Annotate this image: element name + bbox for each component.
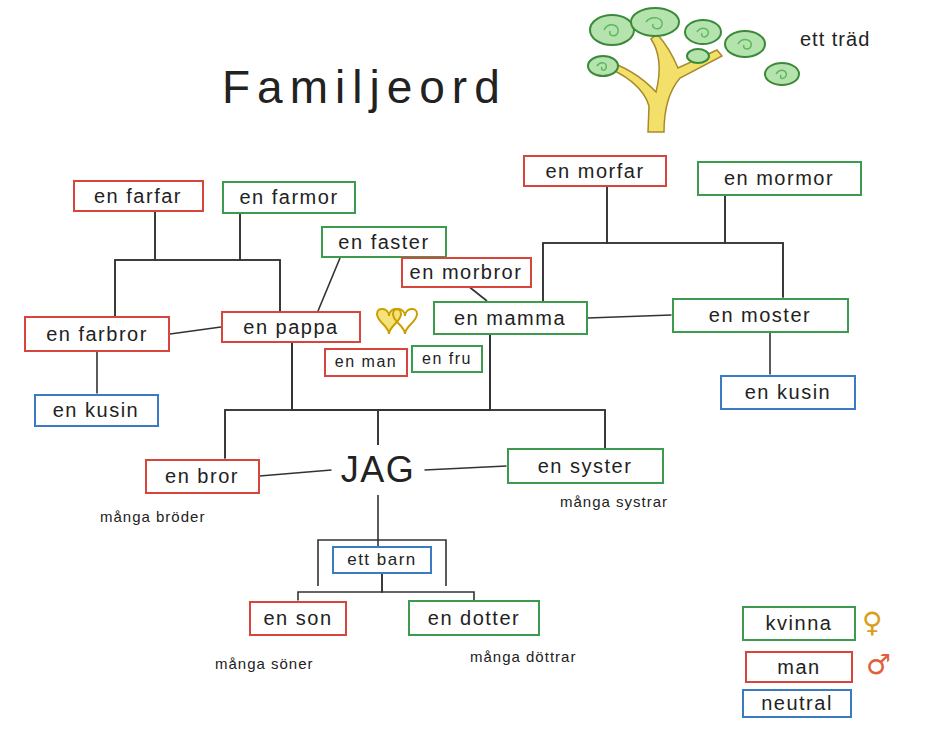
family-box: en kusin: [720, 375, 856, 410]
family-box: en mormor: [697, 161, 862, 196]
legend-swatch: man: [745, 651, 853, 683]
node-text: en morfar: [545, 160, 644, 183]
tree-illustration: [588, 8, 799, 132]
node-text: en mormor: [724, 167, 834, 190]
legend-swatch: kvinna: [742, 606, 856, 641]
wedding-hearts: [377, 309, 417, 334]
family-link: [115, 214, 240, 317]
note-label: många söner: [215, 655, 314, 672]
node-text: en son: [263, 607, 332, 630]
family-link: [292, 343, 605, 448]
note-label: många döttrar: [470, 648, 576, 665]
family-box: ett barn: [332, 546, 432, 574]
family-link: [260, 470, 332, 476]
family-link: [96, 352, 98, 394]
family-link: [425, 466, 507, 470]
family-box: en morbror: [401, 257, 532, 288]
tree-canopy: [588, 8, 799, 85]
family-box: en son: [249, 601, 347, 636]
legend-text: kvinna: [766, 612, 833, 635]
family-link: [543, 187, 607, 301]
family-link: [588, 315, 672, 318]
note-label: många bröder: [100, 508, 205, 525]
family-box: en pappa: [221, 311, 361, 343]
family-link: [225, 343, 292, 459]
family-box: en bror: [145, 459, 260, 494]
legend-swatch: neutral: [742, 689, 852, 718]
node-text: en moster: [709, 304, 811, 327]
diagram-title: Familjeord: [222, 60, 507, 114]
node-text: en fru: [422, 350, 472, 368]
node-text: en kusin: [745, 381, 832, 404]
node-text: en farmor: [239, 186, 338, 209]
family-link: [155, 212, 280, 311]
family-box: en fru: [411, 345, 483, 373]
family-link: [318, 258, 340, 311]
node-text: en syster: [538, 455, 633, 478]
tree-trunk: [602, 34, 722, 132]
gender-symbol: ♂: [866, 648, 892, 681]
family-box: en moster: [672, 298, 849, 333]
family-link: [115, 212, 155, 316]
heart: [393, 309, 417, 334]
node-text: JAG: [341, 449, 416, 490]
node-text: en mamma: [454, 307, 566, 330]
family-link: [382, 574, 474, 600]
node-text: en kusin: [53, 399, 140, 422]
family-link: [470, 288, 487, 302]
family-link: [298, 574, 382, 601]
node-text: en faster: [338, 231, 429, 254]
family-box: en farmor: [222, 181, 356, 214]
node-text: en pappa: [243, 316, 338, 339]
legend-text: man: [777, 656, 820, 679]
node-text: en man: [335, 353, 397, 371]
family-box: en kusin: [34, 394, 159, 427]
family-box: en dotter: [408, 600, 540, 636]
family-box: en faster: [321, 226, 447, 258]
family-link: [769, 333, 771, 375]
family-link: [725, 196, 783, 298]
family-box: en man: [324, 348, 408, 377]
family-box: en morfar: [523, 155, 667, 187]
canopy-swirls: [597, 18, 786, 79]
node-text: en dotter: [428, 607, 520, 630]
node-text: en morbror: [410, 261, 523, 284]
family-link: [240, 214, 280, 312]
self-label: JAG: [332, 445, 425, 495]
node-text: en farbror: [46, 323, 148, 346]
family-link: [377, 495, 379, 546]
family-link: [543, 196, 725, 302]
family-link: [170, 327, 221, 334]
note-label: ett träd: [800, 28, 870, 51]
node-text: ett barn: [347, 550, 417, 570]
gender-symbol: ♀: [862, 606, 884, 639]
family-link: [225, 335, 490, 459]
note-label: många systrar: [560, 493, 668, 510]
family-box: en syster: [507, 448, 664, 484]
legend-text: neutral: [761, 692, 833, 715]
family-box: en mamma: [433, 301, 588, 335]
family-link: [490, 335, 605, 448]
family-box: en farfar: [73, 180, 204, 212]
family-box: en farbror: [24, 316, 170, 352]
node-text: en bror: [165, 465, 239, 488]
node-text: en farfar: [94, 185, 182, 208]
